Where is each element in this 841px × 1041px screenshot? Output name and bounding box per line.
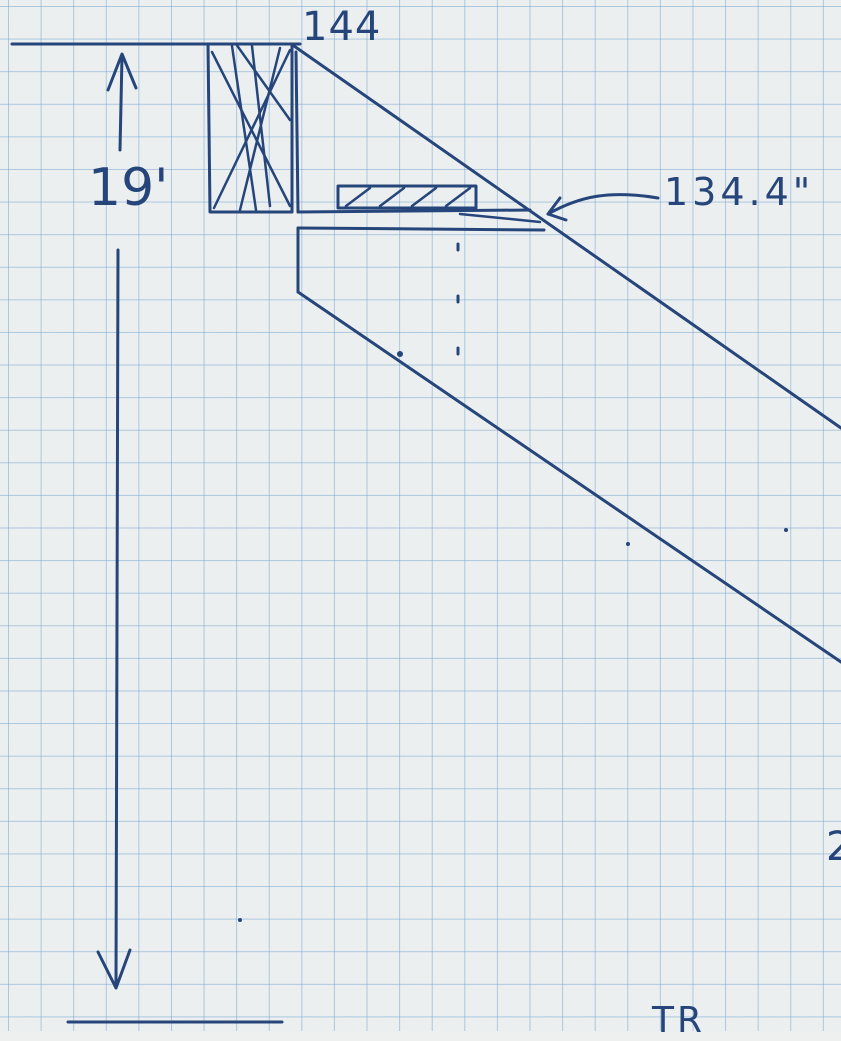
measurement-arrow bbox=[546, 193, 660, 222]
header-beam bbox=[206, 42, 300, 214]
height-dimension bbox=[96, 52, 138, 990]
edge-fragment-label: 2 bbox=[826, 824, 841, 870]
measurement-label: 134.4" bbox=[664, 170, 815, 214]
pencil-specks bbox=[238, 351, 788, 922]
top-value-label: 144 bbox=[302, 4, 382, 50]
lower-diagonal bbox=[296, 290, 841, 664]
upper-diagonal bbox=[292, 44, 841, 430]
bottom-fragment-label: TR bbox=[652, 1000, 706, 1041]
landing-tread bbox=[296, 184, 546, 232]
height-label: 19' bbox=[88, 158, 169, 218]
